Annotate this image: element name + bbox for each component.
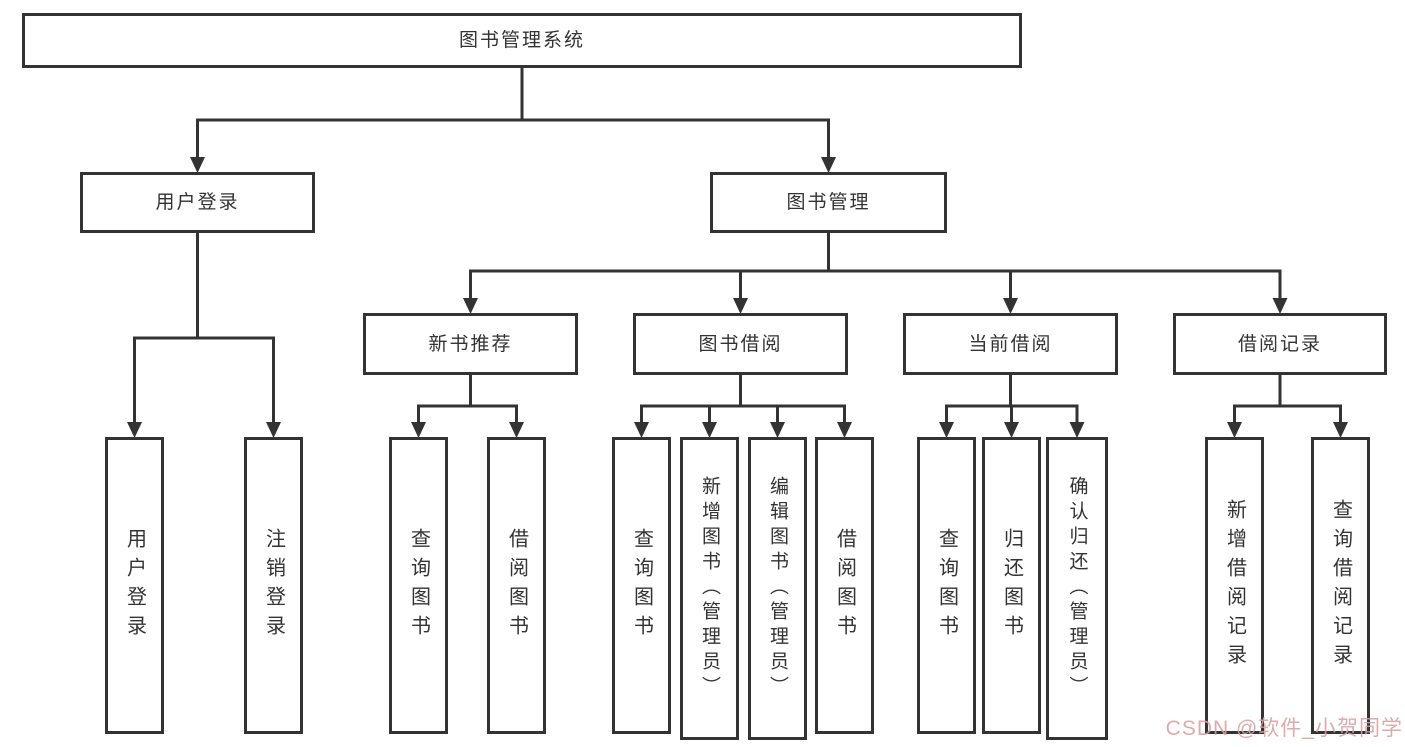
node-add-books: 新增图书（管理员） — [680, 437, 739, 740]
node-borrowing-records: 借阅记录 — [1173, 313, 1387, 375]
node-query-books-2: 查询图书 — [612, 437, 671, 734]
csdn-watermark: CSDN @软件_小贺同学 — [1165, 717, 1403, 740]
node-return-books: 归还图书 — [982, 437, 1041, 734]
node-user-login-group: 用户登录 — [80, 172, 315, 233]
node-user-login: 用户登录 — [105, 437, 164, 734]
node-edit-books: 编辑图书（管理员） — [748, 437, 807, 740]
node-confirm-return: 确认归还（管理员） — [1046, 437, 1108, 740]
node-book-borrowing: 图书借阅 — [633, 313, 848, 375]
node-query-borrow-record: 查询借阅记录 — [1311, 437, 1370, 734]
node-root: 图书管理系统 — [22, 13, 1022, 68]
node-new-book-recommend: 新书推荐 — [363, 313, 578, 375]
node-logout: 注销登录 — [244, 437, 303, 734]
node-query-books-1: 查询图书 — [389, 437, 448, 734]
node-book-management: 图书管理 — [710, 172, 947, 233]
node-borrow-books-1: 借阅图书 — [487, 437, 546, 734]
node-add-borrow-record: 新增借阅记录 — [1205, 437, 1264, 734]
node-query-books-3: 查询图书 — [917, 437, 976, 734]
node-current-borrowing: 当前借阅 — [903, 313, 1118, 375]
node-borrow-books-2: 借阅图书 — [815, 437, 874, 734]
